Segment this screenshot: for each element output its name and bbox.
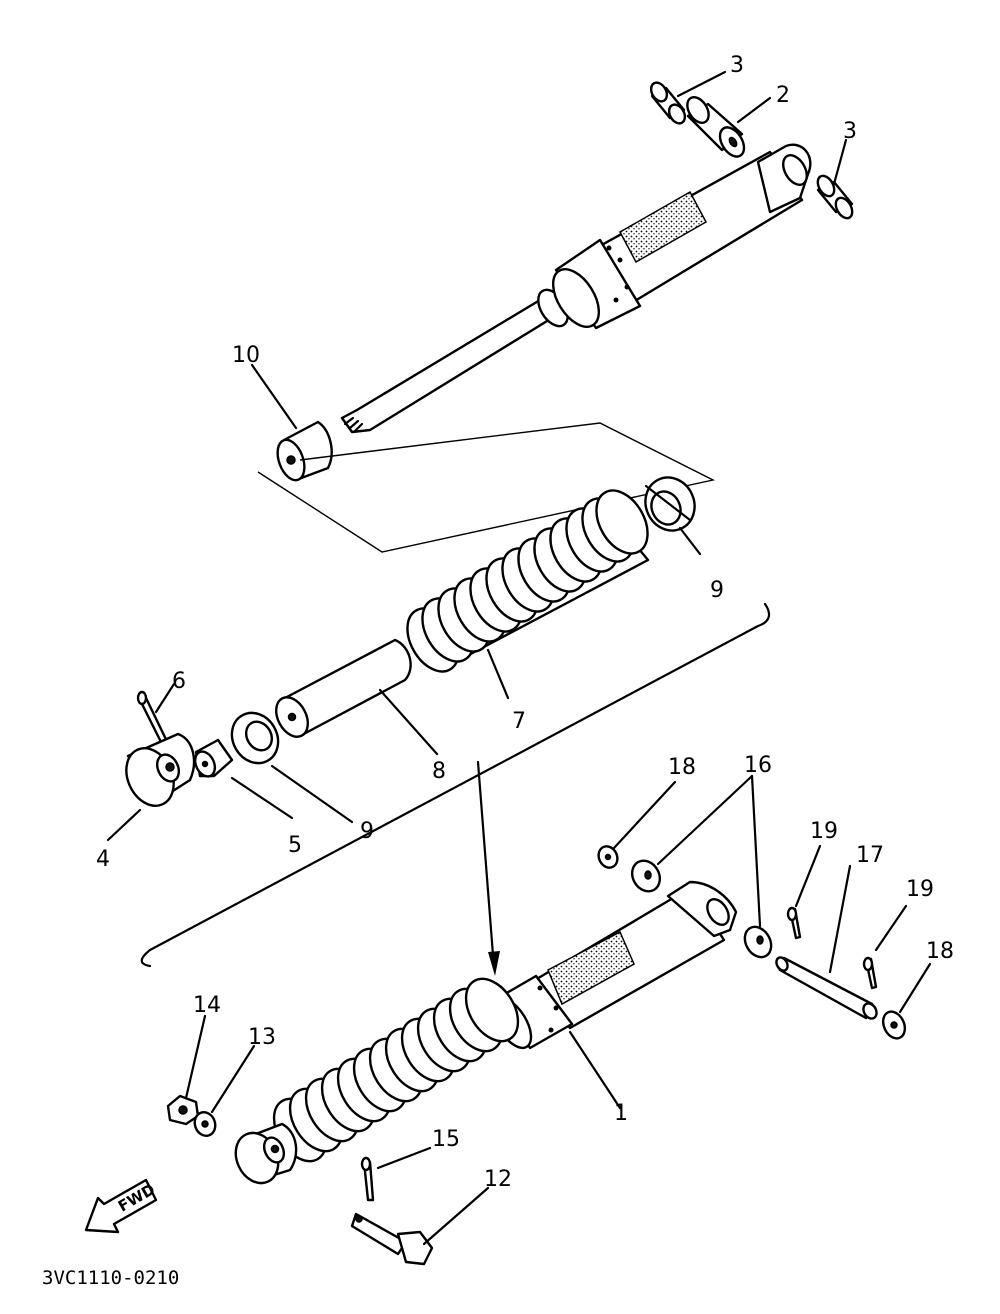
callout-1: 1 bbox=[614, 1101, 628, 1126]
cotter-pin-part-15 bbox=[360, 1156, 375, 1202]
callout-17: 17 bbox=[856, 843, 884, 868]
callout-13: 13 bbox=[248, 1025, 276, 1050]
spring-seat-part-9 bbox=[230, 711, 280, 765]
callout-3-top: 3 bbox=[730, 53, 744, 78]
leader-lines bbox=[106, 70, 932, 1246]
bushing-part-16b bbox=[743, 925, 773, 959]
assembly-bracket-upper bbox=[257, 422, 716, 553]
cotter-pin-part-19a bbox=[786, 906, 802, 940]
callout-7: 7 bbox=[512, 709, 526, 734]
bushing-part-3a bbox=[649, 81, 687, 125]
pin-part-17 bbox=[775, 956, 878, 1020]
callout-labels: 3 2 3 10 9 6 7 8 9 5 4 18 16 19 17 19 18… bbox=[96, 53, 954, 1192]
washer-part-18b bbox=[881, 1010, 907, 1040]
callout-9: 9 bbox=[360, 819, 374, 844]
spacer-tube-part-8 bbox=[274, 638, 412, 738]
callout-14: 14 bbox=[193, 993, 221, 1018]
callout-6: 6 bbox=[172, 669, 186, 694]
cotter-pin-part-19b bbox=[862, 956, 878, 990]
washer-part-18a bbox=[597, 845, 619, 869]
callout-18-bottom: 18 bbox=[926, 939, 954, 964]
callout-11: 10 bbox=[232, 343, 260, 368]
drawing-code: 3VC1110-0210 bbox=[42, 1267, 179, 1289]
callout-3-right: 3 bbox=[843, 119, 857, 144]
lower-eye-part-4 bbox=[125, 732, 196, 807]
washer-part-13 bbox=[193, 1111, 217, 1137]
coil-spring-part-7 bbox=[406, 489, 650, 673]
callout-19-left: 19 bbox=[810, 819, 838, 844]
callout-4: 4 bbox=[96, 847, 110, 872]
callout-18-top: 18 bbox=[668, 755, 696, 780]
callout-10: 9 bbox=[710, 578, 724, 603]
bump-stop-part-11 bbox=[276, 420, 333, 482]
callout-12: 12 bbox=[484, 1167, 512, 1192]
callout-16: 16 bbox=[744, 753, 772, 778]
bolt-part-12 bbox=[350, 1212, 434, 1266]
callout-8: 8 bbox=[432, 759, 446, 784]
nut-part-14 bbox=[166, 1094, 200, 1126]
assembly-bracket-lower bbox=[140, 602, 771, 968]
collar-part-2 bbox=[686, 96, 746, 158]
callout-2: 2 bbox=[776, 83, 790, 108]
bushing-part-3b bbox=[816, 174, 854, 220]
callout-5: 5 bbox=[288, 833, 302, 858]
fwd-direction-arrow: FWD bbox=[84, 1178, 158, 1234]
callout-15: 15 bbox=[432, 1127, 460, 1152]
bushing-part-16a bbox=[630, 859, 662, 893]
assembly-arrow bbox=[476, 760, 500, 976]
installed-spring bbox=[272, 977, 520, 1163]
shock-absorber-assembly-part-1 bbox=[234, 880, 738, 1185]
callout-19-right: 19 bbox=[906, 877, 934, 902]
adjuster-part-5 bbox=[193, 738, 234, 778]
damper-assembly-top bbox=[340, 143, 812, 434]
